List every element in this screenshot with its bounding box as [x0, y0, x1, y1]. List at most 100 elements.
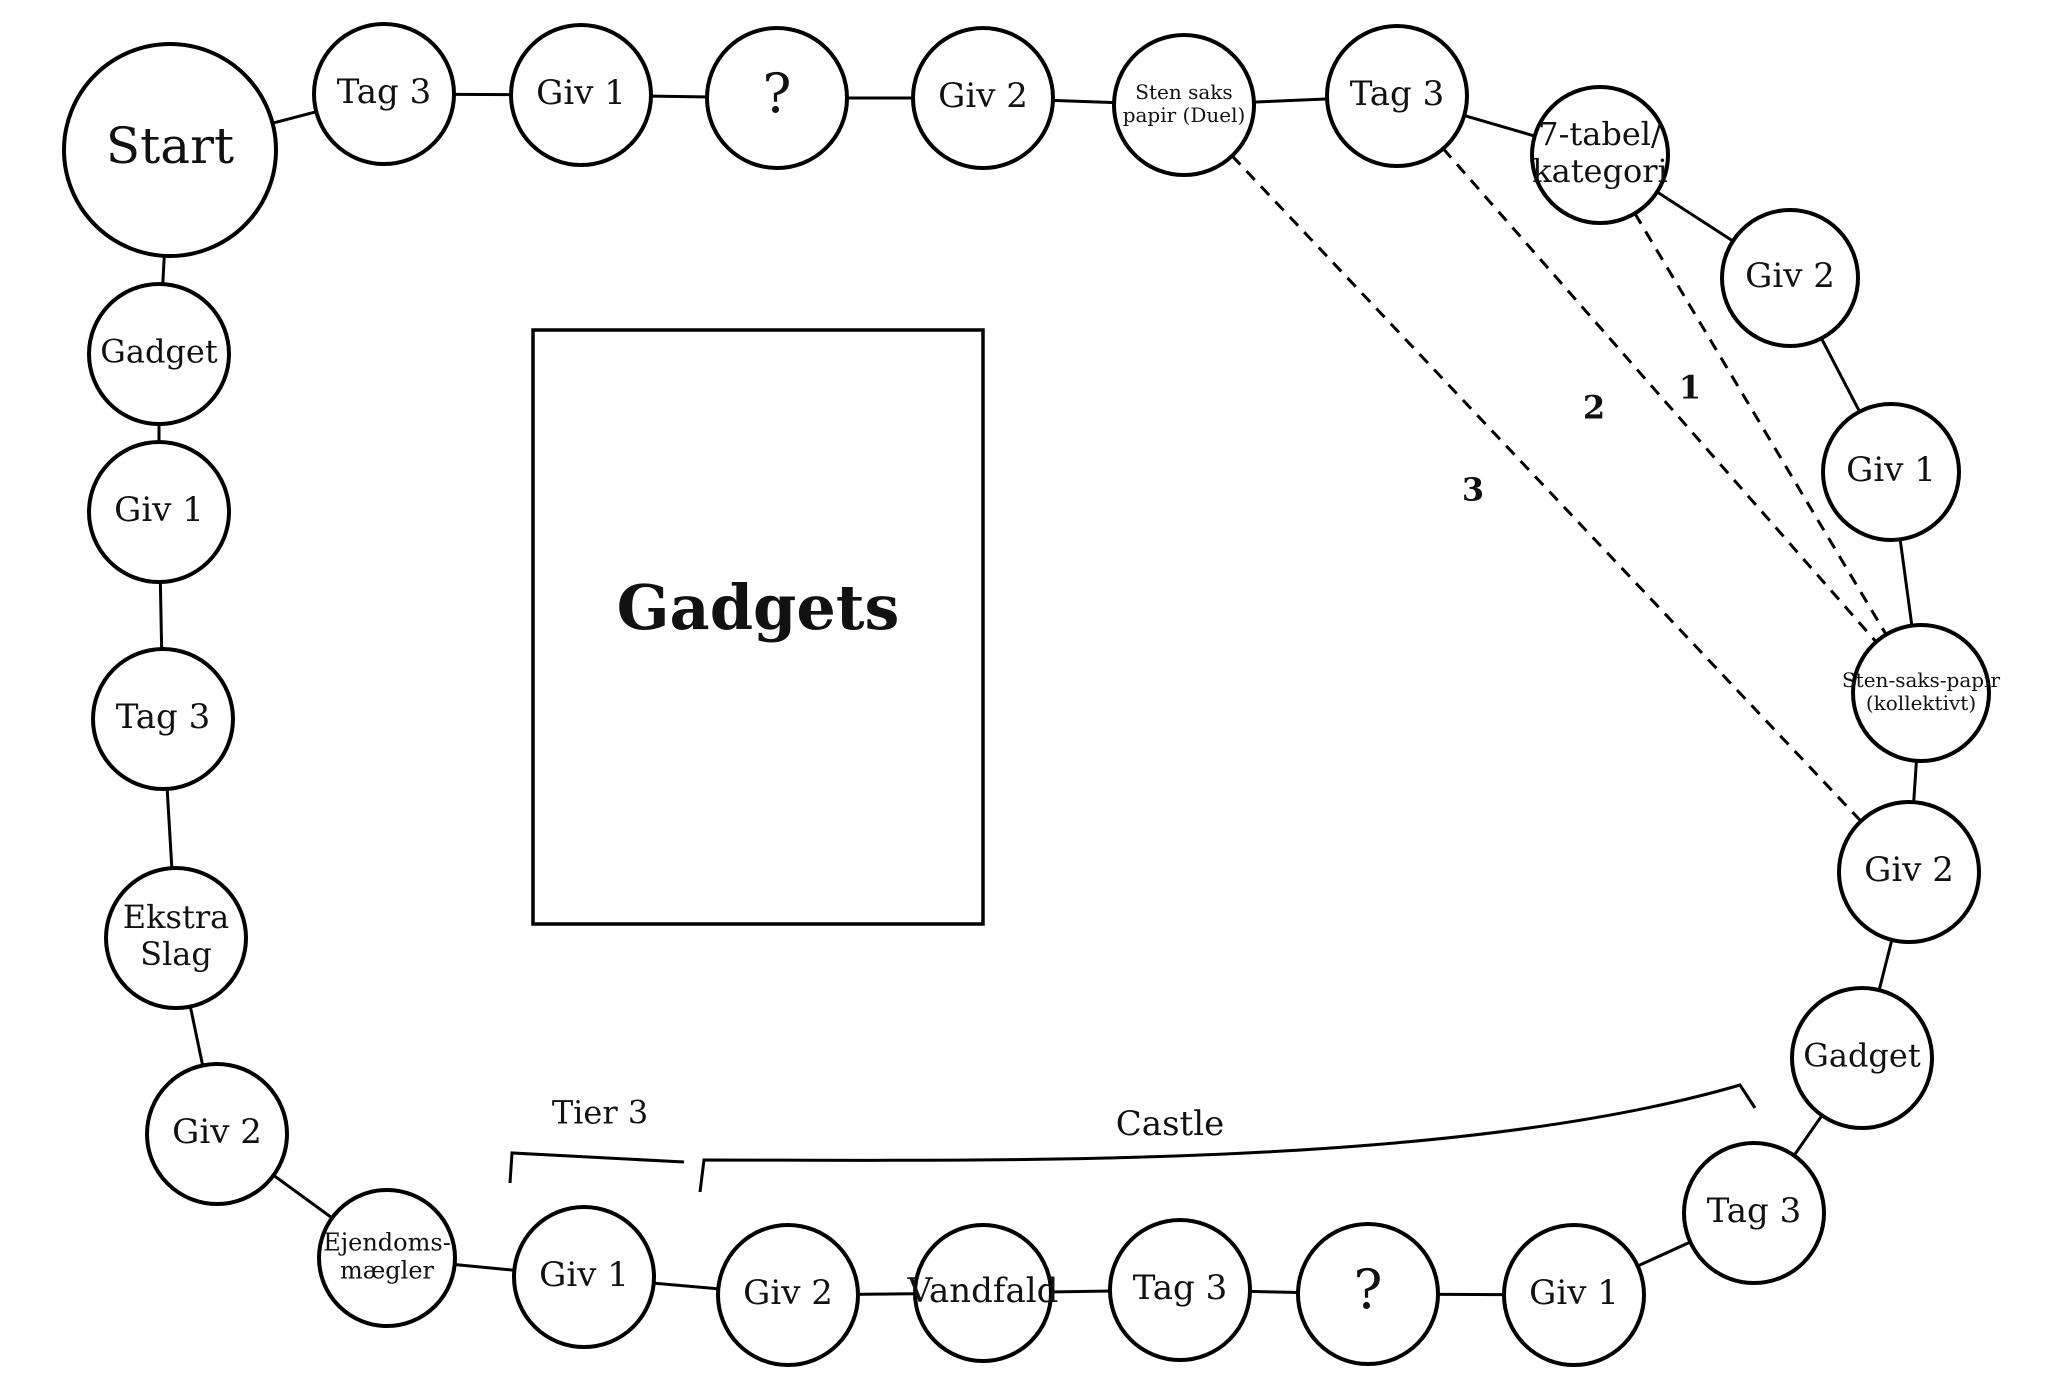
space-label: Tag 3	[1350, 74, 1445, 114]
board-space-s25[interactable]: Gadget	[87, 282, 231, 426]
gadget-deck-card[interactable]	[531, 328, 985, 926]
shortcut-label-1: 1	[1679, 369, 1701, 407]
shortcut-line-2	[1442, 147, 1878, 643]
space-label: Start	[106, 117, 234, 175]
space-circle[interactable]	[1296, 1222, 1440, 1366]
board-space-s08[interactable]: Giv 2	[1720, 208, 1860, 348]
space-circle[interactable]	[62, 42, 278, 258]
space-circle[interactable]	[1325, 24, 1469, 168]
track-connectors	[157, 92, 1923, 1297]
castle-label: Castle	[1116, 1104, 1224, 1144]
space-circle[interactable]	[512, 1205, 656, 1349]
space-circle[interactable]	[317, 1188, 457, 1328]
castle-bracket	[698, 1083, 1757, 1193]
tier-label: Tier 3	[552, 1094, 648, 1132]
space-label: Giv 2	[1745, 256, 1835, 296]
space-label: Ejendoms-	[323, 1229, 451, 1257]
space-label: Giv 2	[172, 1112, 262, 1152]
board-space-s21[interactable]: Giv 2	[145, 1062, 289, 1206]
space-label: Giv 2	[743, 1273, 833, 1313]
space-circle[interactable]	[1790, 986, 1934, 1130]
space-label: Giv 1	[1846, 450, 1936, 490]
space-circle[interactable]	[716, 1223, 860, 1367]
space-label: Gadget	[100, 333, 218, 371]
space-circle[interactable]	[87, 282, 231, 426]
space-circle[interactable]	[104, 866, 248, 1010]
space-circle[interactable]	[1502, 1223, 1646, 1367]
board-space-s09[interactable]: Giv 1	[1821, 402, 1961, 542]
space-circle[interactable]	[1112, 33, 1256, 177]
board-space-s18[interactable]: Giv 2	[716, 1223, 860, 1367]
shortcut-label-3: 3	[1462, 471, 1484, 509]
space-circle[interactable]	[1821, 402, 1961, 542]
space-label: kategori	[1532, 152, 1668, 190]
space-label: Giv 2	[938, 76, 1028, 116]
board-space-s04[interactable]: Giv 2	[911, 26, 1055, 170]
space-label: 7-tabel/	[1538, 115, 1662, 153]
space-label: Giv 2	[1864, 850, 1954, 890]
space-label: Giv 1	[1529, 1273, 1619, 1313]
shortcut-line-3	[1230, 154, 1863, 823]
board-space-s13[interactable]: Tag 3	[1682, 1141, 1826, 1285]
space-label: (kollektivt)	[1866, 691, 1976, 715]
gadget-deck[interactable]: Gadgets	[531, 328, 985, 926]
board-space-s01[interactable]: Tag 3	[312, 22, 456, 166]
space-circle[interactable]	[911, 26, 1055, 170]
space-circle[interactable]	[91, 647, 235, 791]
board-space-s11[interactable]: Giv 2	[1837, 800, 1981, 944]
space-label: Ekstra	[123, 898, 229, 936]
space-circle[interactable]	[312, 22, 456, 166]
board-space-s16[interactable]: Tag 3	[1108, 1218, 1252, 1362]
space-label: Vandfald	[907, 1271, 1059, 1311]
space-circle[interactable]	[1108, 1218, 1252, 1362]
space-label: Giv 1	[539, 1255, 629, 1295]
board-space-s12[interactable]: Gadget	[1790, 986, 1934, 1130]
space-circle[interactable]	[1682, 1141, 1826, 1285]
shortcut-label-2: 2	[1583, 389, 1605, 427]
board-space-s10[interactable]: Sten-saks-papir(kollektivt)	[1842, 623, 2000, 763]
space-circle[interactable]	[913, 1223, 1053, 1363]
space-circle[interactable]	[1530, 85, 1670, 225]
space-label: Giv 1	[114, 490, 204, 530]
board-space-start[interactable]: Start	[62, 42, 278, 258]
space-circle[interactable]	[1837, 800, 1981, 944]
board-space-s14[interactable]: Giv 1	[1502, 1223, 1646, 1367]
board-space-s02[interactable]: Giv 1	[509, 23, 653, 167]
shortcut-line-1	[1633, 212, 1888, 636]
space-label: Gadget	[1803, 1037, 1921, 1075]
space-label: Sten-saks-papir	[1842, 668, 2000, 692]
shortcut-lines	[1230, 147, 1888, 823]
board-space-s03[interactable]: ?	[705, 26, 849, 170]
space-label: Tag 3	[337, 72, 432, 112]
board-space-s23[interactable]: Tag 3	[91, 647, 235, 791]
space-circle[interactable]	[705, 26, 849, 170]
tier-bracket	[508, 1151, 685, 1184]
space-circle[interactable]	[145, 1062, 289, 1206]
space-label: ?	[763, 62, 792, 125]
zone-brackets: Tier 3 Castle	[508, 1083, 1757, 1193]
space-label: papir (Duel)	[1123, 103, 1246, 127]
board-space-s15[interactable]: ?	[1296, 1222, 1440, 1366]
space-label: Tag 3	[116, 697, 211, 737]
board-space-s19[interactable]: Giv 1	[512, 1205, 656, 1349]
space-label: Sten saks	[1135, 80, 1232, 104]
space-circle[interactable]	[1851, 623, 1991, 763]
space-label: Tag 3	[1707, 1191, 1802, 1231]
space-label: mægler	[340, 1256, 435, 1284]
board-space-s17[interactable]: Vandfald	[907, 1223, 1059, 1363]
board-space-s24[interactable]: Giv 1	[87, 440, 231, 584]
space-circle[interactable]	[87, 440, 231, 584]
space-label: ?	[1354, 1258, 1383, 1321]
space-circle[interactable]	[509, 23, 653, 167]
space-label: Giv 1	[536, 73, 626, 113]
gadget-deck-label: Gadgets	[617, 571, 900, 644]
board-space-s20[interactable]: Ejendoms-mægler	[317, 1188, 457, 1328]
space-circle[interactable]	[1720, 208, 1860, 348]
space-label: Slag	[140, 935, 212, 973]
board-space-s06[interactable]: Tag 3	[1325, 24, 1469, 168]
board-space-s07[interactable]: 7-tabel/kategori	[1530, 85, 1670, 225]
